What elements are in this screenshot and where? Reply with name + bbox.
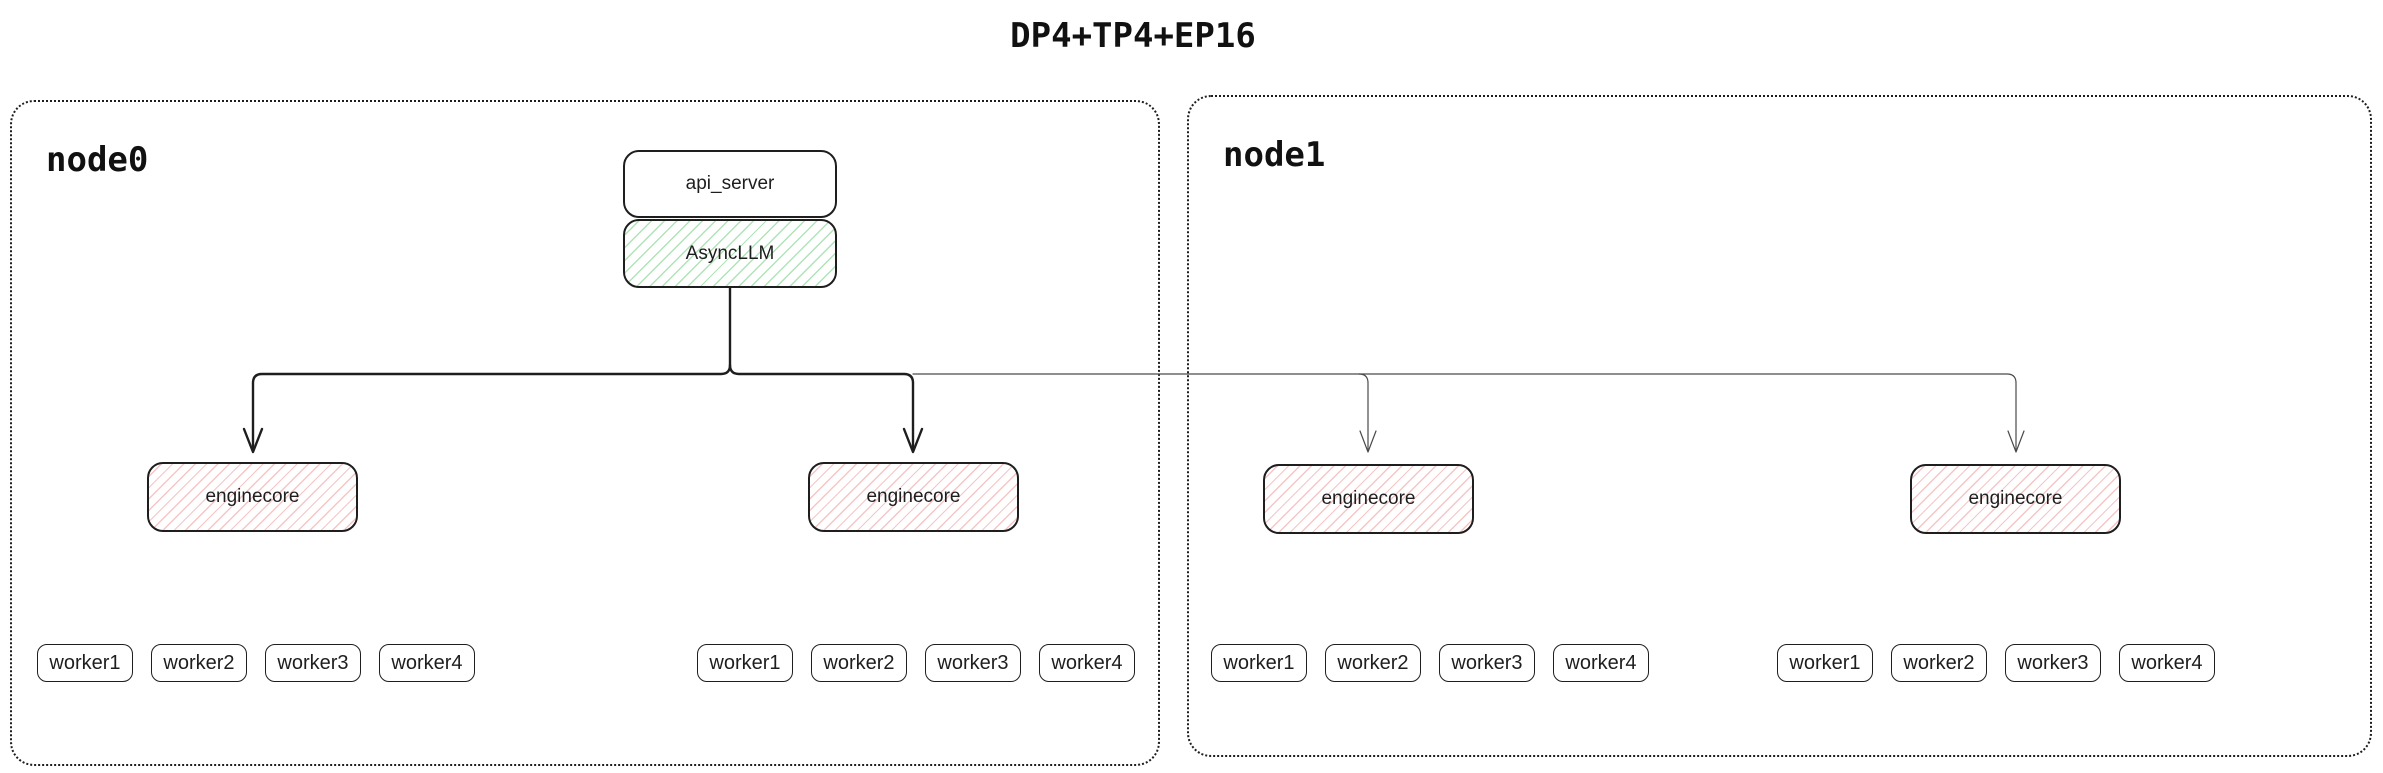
enginecore1-label: enginecore xyxy=(205,486,300,507)
enginecore3-box: enginecore xyxy=(1263,464,1474,534)
worker-label: worker2 xyxy=(1337,651,1409,674)
worker-box: worker2 xyxy=(1891,644,1987,682)
worker-label: worker1 xyxy=(709,651,781,674)
worker-box: worker4 xyxy=(379,644,475,682)
enginecore2-label: enginecore xyxy=(866,486,961,507)
worker-row-enginecore4: worker1 worker2 worker3 worker4 xyxy=(1777,644,2215,682)
worker-label: worker3 xyxy=(2017,651,2089,674)
api-server-label: api_server xyxy=(685,173,775,194)
worker-label: worker2 xyxy=(163,651,235,674)
api-server-box: api_server xyxy=(623,150,837,218)
worker-box: worker4 xyxy=(1553,644,1649,682)
worker-box: worker2 xyxy=(151,644,247,682)
worker-row-enginecore3: worker1 worker2 worker3 worker4 xyxy=(1211,644,1649,682)
worker-label: worker1 xyxy=(49,651,121,674)
enginecore2-box: enginecore xyxy=(808,462,1019,532)
worker-label: worker1 xyxy=(1223,651,1295,674)
worker-box: worker1 xyxy=(697,644,793,682)
worker-label: worker2 xyxy=(823,651,895,674)
diagram-title: DP4+TP4+EP16 xyxy=(1010,16,1256,56)
worker-box: worker4 xyxy=(2119,644,2215,682)
asyncllm-label: AsyncLLM xyxy=(685,242,775,264)
worker-box: worker1 xyxy=(37,644,133,682)
enginecore4-label: enginecore xyxy=(1968,488,2063,509)
worker-box: worker2 xyxy=(811,644,907,682)
worker-box: worker1 xyxy=(1211,644,1307,682)
enginecore1-box: enginecore xyxy=(147,462,358,532)
enginecore4-box: enginecore xyxy=(1910,464,2121,534)
worker-label: worker4 xyxy=(2131,651,2203,674)
worker-label: worker3 xyxy=(277,651,349,674)
worker-row-enginecore1: worker1 worker2 worker3 worker4 xyxy=(37,644,475,682)
worker-box: worker4 xyxy=(1039,644,1135,682)
worker-label: worker3 xyxy=(937,651,1009,674)
worker-box: worker3 xyxy=(1439,644,1535,682)
asyncllm-box: AsyncLLM xyxy=(623,219,837,288)
worker-box: worker1 xyxy=(1777,644,1873,682)
worker-box: worker3 xyxy=(265,644,361,682)
enginecore3-label: enginecore xyxy=(1321,488,1416,509)
worker-label: worker4 xyxy=(391,651,463,674)
worker-label: worker4 xyxy=(1565,651,1637,674)
worker-label: worker1 xyxy=(1789,651,1861,674)
worker-box: worker3 xyxy=(925,644,1021,682)
worker-box: worker2 xyxy=(1325,644,1421,682)
worker-label: worker4 xyxy=(1051,651,1123,674)
worker-box: worker3 xyxy=(2005,644,2101,682)
worker-row-enginecore2: worker1 worker2 worker3 worker4 xyxy=(697,644,1135,682)
node0-label: node0 xyxy=(46,140,149,180)
worker-label: worker2 xyxy=(1903,651,1975,674)
worker-label: worker3 xyxy=(1451,651,1523,674)
node1-label: node1 xyxy=(1223,135,1326,175)
